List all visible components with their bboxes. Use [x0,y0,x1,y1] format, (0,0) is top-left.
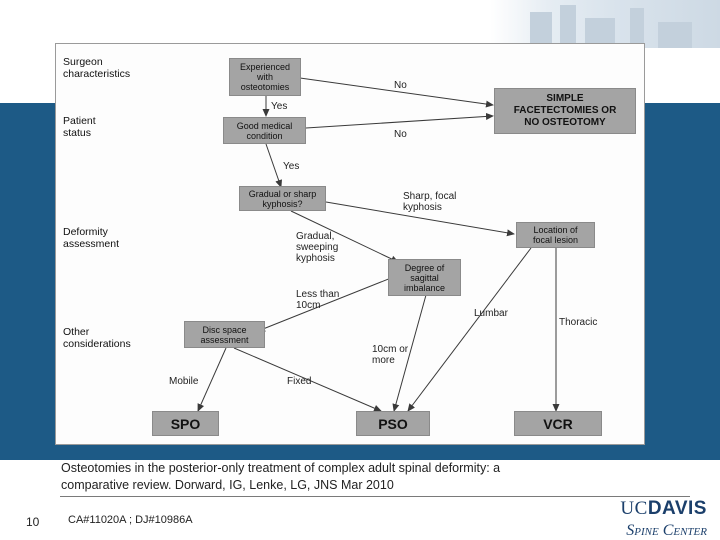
node-degree-sagittal-imbalance: Degree of sagittal imbalance [388,259,461,296]
edge-label-sharp-focal-line1: Sharp, focal [403,191,457,202]
edge-disc-pso [233,347,382,412]
edge-label-gradual-sweeping: Gradual, sweeping kyphosis [296,231,338,264]
figure-caption: Osteotomies in the posterior-only treatm… [61,460,621,494]
category-patient-line1: Patient [63,115,96,127]
node-location-focal-lesion: Location of focal lesion [516,222,595,248]
node-degree-line1: Degree of [404,262,445,273]
edge-label-lumbar: Lumbar [474,308,508,319]
edge-label-mobile: Mobile [169,376,199,387]
node-experienced-line2: with [256,72,273,82]
node-simple-line3: NO OSTEOTOMY [524,117,606,128]
node-spo-label: SPO [170,415,201,432]
category-deformity-line1: Deformity [63,226,108,238]
edge-degree-pso [392,294,427,412]
node-degree-line3: imbalance [403,282,446,293]
node-experienced: Experienced with osteotomies [229,58,301,96]
category-other-line2: considerations [63,338,131,350]
node-good-medical: Good medical condition [223,117,306,144]
node-pso: PSO [356,411,430,436]
flowchart-figure: Surgeon characteristics Patient status D… [55,43,645,445]
flowchart-connectors [197,77,560,412]
category-patient-line2: status [63,127,92,139]
edge-label-no-2: No [394,129,407,140]
edge-degree-disc [257,275,397,332]
logo-davis-text: DAVIS [647,498,707,519]
node-disc-space-line1: Disc space [202,324,247,335]
category-other-line1: Other [63,326,90,338]
category-surgeon-line2: characteristics [63,68,131,80]
category-surgeon-line1: Surgeon [63,56,103,68]
node-simple-facetectomies: SIMPLE FACETECTOMIES OR NO OSTEOTOMY [494,88,636,134]
node-gradual-sharp-line1: Gradual or sharp [248,188,317,199]
edge-good-simple [305,112,494,129]
edge-label-fixed: Fixed [287,376,312,387]
edge-good-gradual [265,143,282,188]
category-patient: Patient status [63,115,96,139]
edge-label-sharp-focal-line2: kyphosis [403,202,442,213]
node-disc-space: Disc space assessment [184,321,265,348]
logo-ucdavis: UCDAVIS [620,498,707,520]
edge-gradual-degree [290,210,399,263]
edge-label-thoracic: Thoracic [559,317,598,328]
node-location-line1: Location of [533,225,578,235]
edge-gradual-location [325,201,515,237]
edge-label-gradual-line3: kyphosis [296,253,335,264]
edge-label-10cm-or-more: 10cm or more [372,344,408,366]
edge-label-gradual-line1: Gradual, [296,231,335,242]
node-good-medical-line1: Good medical [236,120,293,131]
node-location-line2: focal lesion [532,235,579,245]
edge-experienced-simple [299,77,494,108]
caption-line-2: comparative review. Dorward, IG, Lenke, … [61,478,394,492]
reference-code: CA#11020A ; DJ#10986A [68,514,193,526]
edge-label-no-1: No [394,80,407,91]
node-gradual-sharp-line2: kyphosis? [262,198,303,209]
edge-disc-spo [197,347,227,412]
edge-label-less-than-10cm: Less than 10cm [296,289,339,311]
category-surgeon: Surgeon characteristics [63,56,130,80]
logo-spine-center-text: Spine Center [626,522,707,539]
node-gradual-sharp: Gradual or sharp kyphosis? [239,186,326,211]
edge-label-10cm-line2: more [372,355,395,366]
edge-label-less-than-line1: Less than [296,289,340,300]
header-photo-strip [490,0,720,48]
node-vcr: VCR [514,411,602,436]
edge-label-gradual-line2: sweeping [296,242,339,253]
category-deformity: Deformity assessment [63,226,119,250]
edge-label-yes-1: Yes [271,101,288,112]
ucdavis-spine-center-logo: UCDAVIS Spine Center [590,498,715,540]
edge-location-pso [407,247,532,412]
node-disc-space-line2: assessment [200,334,249,345]
node-experienced-line3: osteotomies [240,82,290,92]
edge-label-yes-2: Yes [283,161,300,172]
logo-uc-text: UC [620,498,648,519]
caption-line-1: Osteotomies in the posterior-only treatm… [61,461,501,475]
node-simple-line1: SIMPLE [546,93,584,104]
slide-number: 10 [26,515,40,529]
category-deformity-line2: assessment [63,238,120,250]
node-simple-line2: FACETECTOMIES OR [513,105,617,116]
edge-label-sharp-focal: Sharp, focal kyphosis [403,191,456,213]
node-pso-label: PSO [378,415,408,432]
node-experienced-line1: Experienced [239,62,291,72]
edge-label-less-than-line2: 10cm [296,300,321,311]
edge-label-10cm-line1: 10cm or [372,344,409,355]
category-other: Other considerations [63,326,131,350]
node-spo: SPO [152,411,219,436]
node-degree-line2: sagittal [410,272,439,283]
node-good-medical-line2: condition [246,130,283,141]
footer-divider [60,496,690,497]
node-vcr-label: VCR [543,415,573,432]
